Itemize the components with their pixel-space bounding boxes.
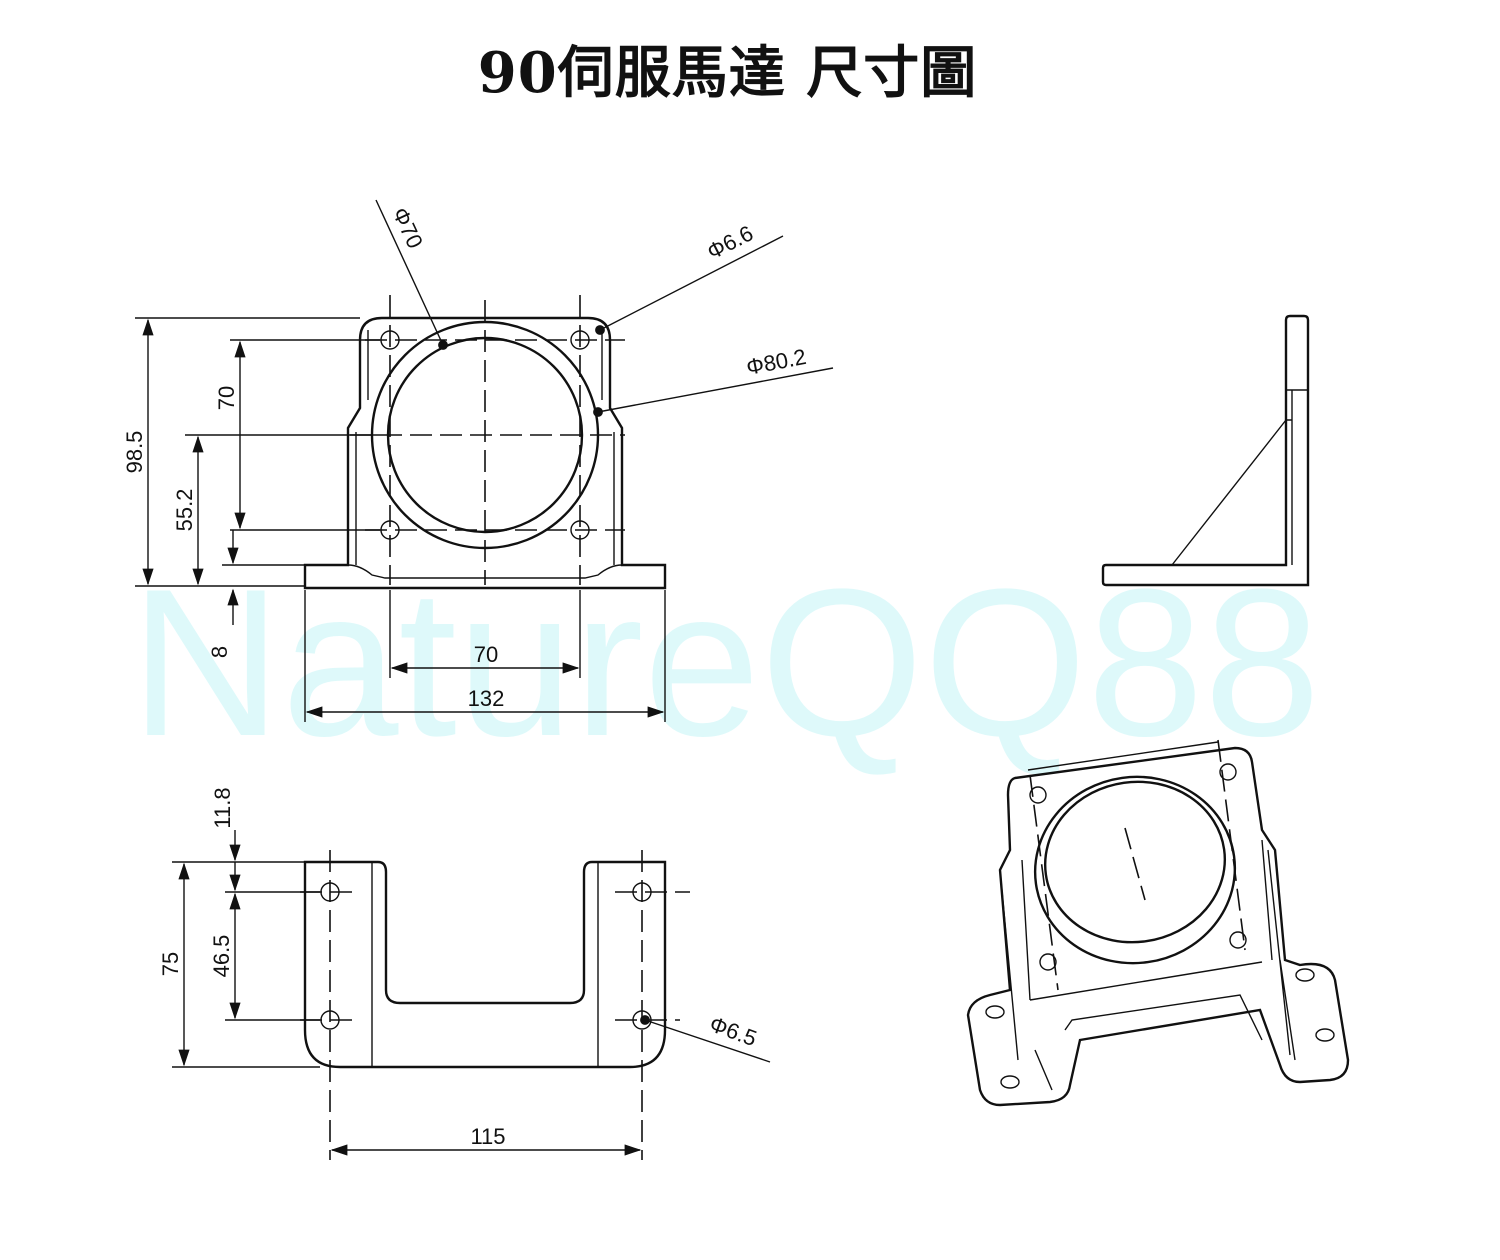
dim-hole-spacing-v: 70 bbox=[214, 386, 239, 410]
isometric-view bbox=[966, 739, 1350, 1107]
label-dia-bore: Φ70 bbox=[387, 204, 427, 253]
dim-edge-offset: 11.8 bbox=[210, 787, 235, 828]
watermark: NatureQQ88 bbox=[130, 545, 1321, 780]
label-dia-hole: Φ6.6 bbox=[703, 220, 757, 264]
dim-base-thickness: 8 bbox=[207, 646, 232, 658]
dim-hole-spacing-h-bottom: 115 bbox=[470, 1124, 505, 1149]
bottom-view: 11.8 75 46.5 115 Φ6.5 bbox=[158, 787, 771, 1160]
front-view: 98.5 70 55.2 8 70 132 Φ70 Φ6.6 Φ80.2 bbox=[122, 199, 834, 722]
label-dia-hole-bottom: Φ6.5 bbox=[706, 1011, 760, 1051]
dim-hole-spacing-h: 70 bbox=[474, 642, 498, 667]
dim-depth-total: 75 bbox=[158, 952, 183, 976]
page-title: 90伺服馬達 尺寸圖 bbox=[477, 40, 978, 106]
dim-width-total: 132 bbox=[468, 686, 505, 711]
dim-height-total: 98.5 bbox=[122, 431, 147, 474]
dim-center-height: 55.2 bbox=[172, 489, 197, 532]
dim-hole-spacing-v-bottom: 46.5 bbox=[209, 935, 234, 978]
mounting-holes bbox=[320, 882, 652, 1030]
side-view bbox=[1101, 314, 1310, 587]
